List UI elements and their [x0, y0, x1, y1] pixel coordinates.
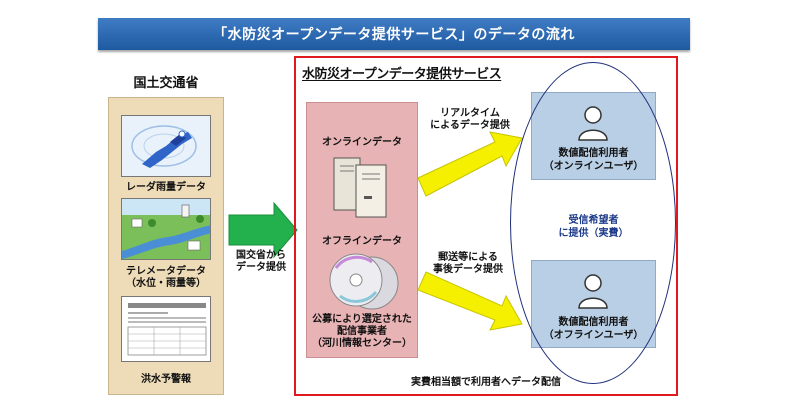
service-frame — [294, 56, 678, 396]
radar-map-icon — [121, 115, 211, 177]
flood-warning-label: 洪水予警報 — [141, 374, 191, 385]
telemeter-illustration-icon — [121, 198, 211, 260]
offline-data-label: オフラインデータ — [322, 236, 402, 247]
provider-label: 公募により選定された 配信事業者 （河川情報センター） — [312, 314, 412, 349]
transfer-label: 国交省から データ提供 — [236, 250, 286, 273]
footer-note: 実費相当額で利用者へデータ配信 — [411, 377, 561, 388]
telemeter-label: テレメータデータ （水位・雨量等） — [126, 266, 206, 289]
flood-warning-document-icon — [121, 296, 211, 362]
post-label: 郵送等による 事後データ提供 — [433, 252, 503, 275]
radar-rainfall-label: レーダ雨量データ — [126, 182, 206, 193]
mlit-label: 国土交通省 — [133, 76, 199, 91]
realtime-label: リアルタイム によるデータ提供 — [430, 108, 510, 131]
page-title: 「水防災オープンデータ提供サービス」のデータの流れ — [98, 18, 690, 50]
service-title: 水防災オープンデータ提供サービス — [302, 67, 502, 82]
provider-panel — [306, 102, 418, 358]
recipient-ellipse — [510, 62, 676, 384]
online-data-label: オンラインデータ — [322, 137, 402, 148]
